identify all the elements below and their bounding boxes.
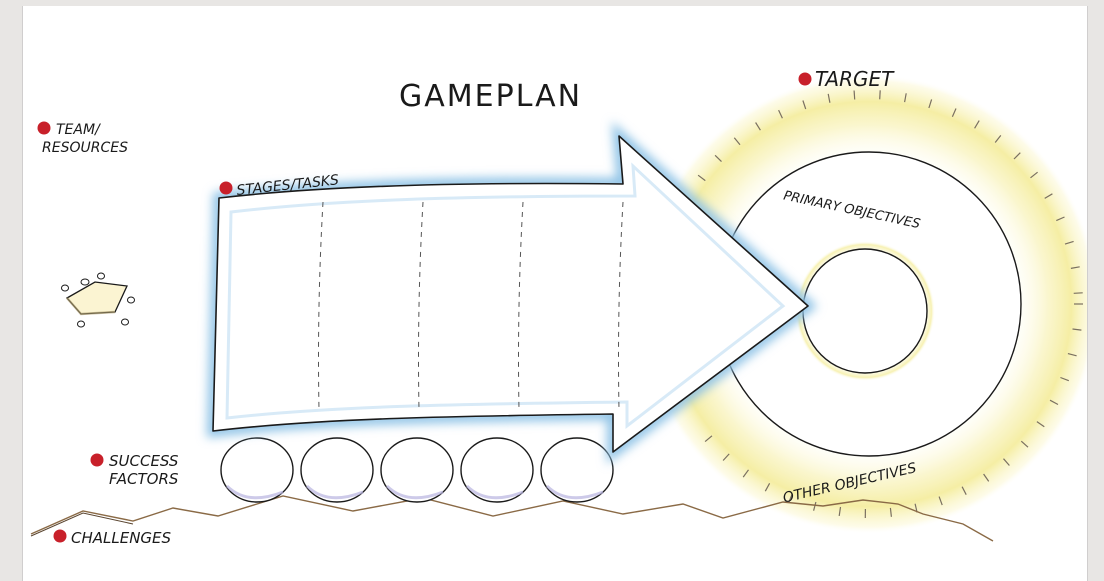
red-dot-icon [53,529,67,543]
target-tick [1073,292,1083,294]
success-factor-shading [465,484,524,500]
target-tick [879,90,881,100]
gameplan-diagram: GAMEPLAN TARGET TEAM/ RESOURCES STAGES/T… [30,67,1087,547]
target-tick [764,483,771,492]
table-with-chairs-icon [61,272,135,328]
target-tick [838,506,842,516]
target-tick [983,473,990,482]
target-tick [778,109,783,119]
target-tick [1003,458,1010,466]
team-label-line2: RESOURCES [42,140,128,156]
red-dot-icon [37,121,51,135]
success-factor-shading [305,484,364,500]
target-tick [928,99,933,109]
target-tick [714,154,722,163]
challenges-mountains [30,495,994,542]
target-tick [1072,328,1082,331]
target-tick [1064,240,1074,245]
target-tick [788,493,793,503]
bullseye-ring [802,248,928,374]
target-tick [1056,216,1065,222]
target-tick [938,496,943,506]
red-dot-icon [219,181,233,195]
target-label: TARGET [815,67,895,91]
stage-divider [518,201,524,411]
success-factor-ellipse [300,437,374,503]
success-factor-shading [225,484,284,500]
target-tick [951,108,957,117]
challenges-label: CHALLENGES [71,529,172,547]
target-tick [802,100,807,110]
target-tick [1060,376,1070,382]
target-tick [853,90,856,100]
success-factor-shading [385,484,444,500]
stage-divider [318,201,324,411]
success-factor-shading [545,484,604,500]
success-label-line1: SUCCESS [109,452,179,470]
target-tick [1049,399,1059,406]
red-dot-icon [90,453,104,467]
target-tick [994,135,1002,143]
success-label-line2: FACTORS [109,470,179,488]
target-tick [1070,266,1080,269]
target-tick [961,486,967,495]
stage-dividers [318,201,624,411]
target-tick [889,507,892,517]
stages-arrow [212,135,809,453]
target-tick [974,120,980,129]
target-tick [904,93,907,103]
target-tick [1013,152,1021,160]
stage-divider [418,201,424,411]
target-tick [742,469,749,478]
target-tick [755,122,761,131]
target-tick [704,435,713,443]
team-label-line1: TEAM/ [56,122,101,138]
target-tick [1067,353,1077,357]
target-tick [1044,193,1053,199]
success-factor-ellipse [540,437,614,503]
target-rings [716,151,1022,457]
red-dot-icon [798,72,812,86]
success-factor-ellipse [220,437,294,503]
target-tick [1020,440,1029,448]
stage-divider [618,201,624,411]
target-tick [722,453,730,461]
target-tick [827,93,831,103]
success-factor-ellipses [220,437,614,503]
success-factor-ellipse [460,437,534,503]
target-tick [1030,171,1038,179]
target-tick [697,174,706,182]
success-factor-ellipse [380,437,454,503]
diagram-frame: GAMEPLAN TARGET TEAM/ RESOURCES STAGES/T… [22,6,1088,581]
red-dot-icons [37,72,812,543]
diagram-title: GAMEPLAN [399,79,582,114]
target-tick [813,501,817,511]
target-tick [733,137,741,146]
target-tick [1036,421,1045,428]
